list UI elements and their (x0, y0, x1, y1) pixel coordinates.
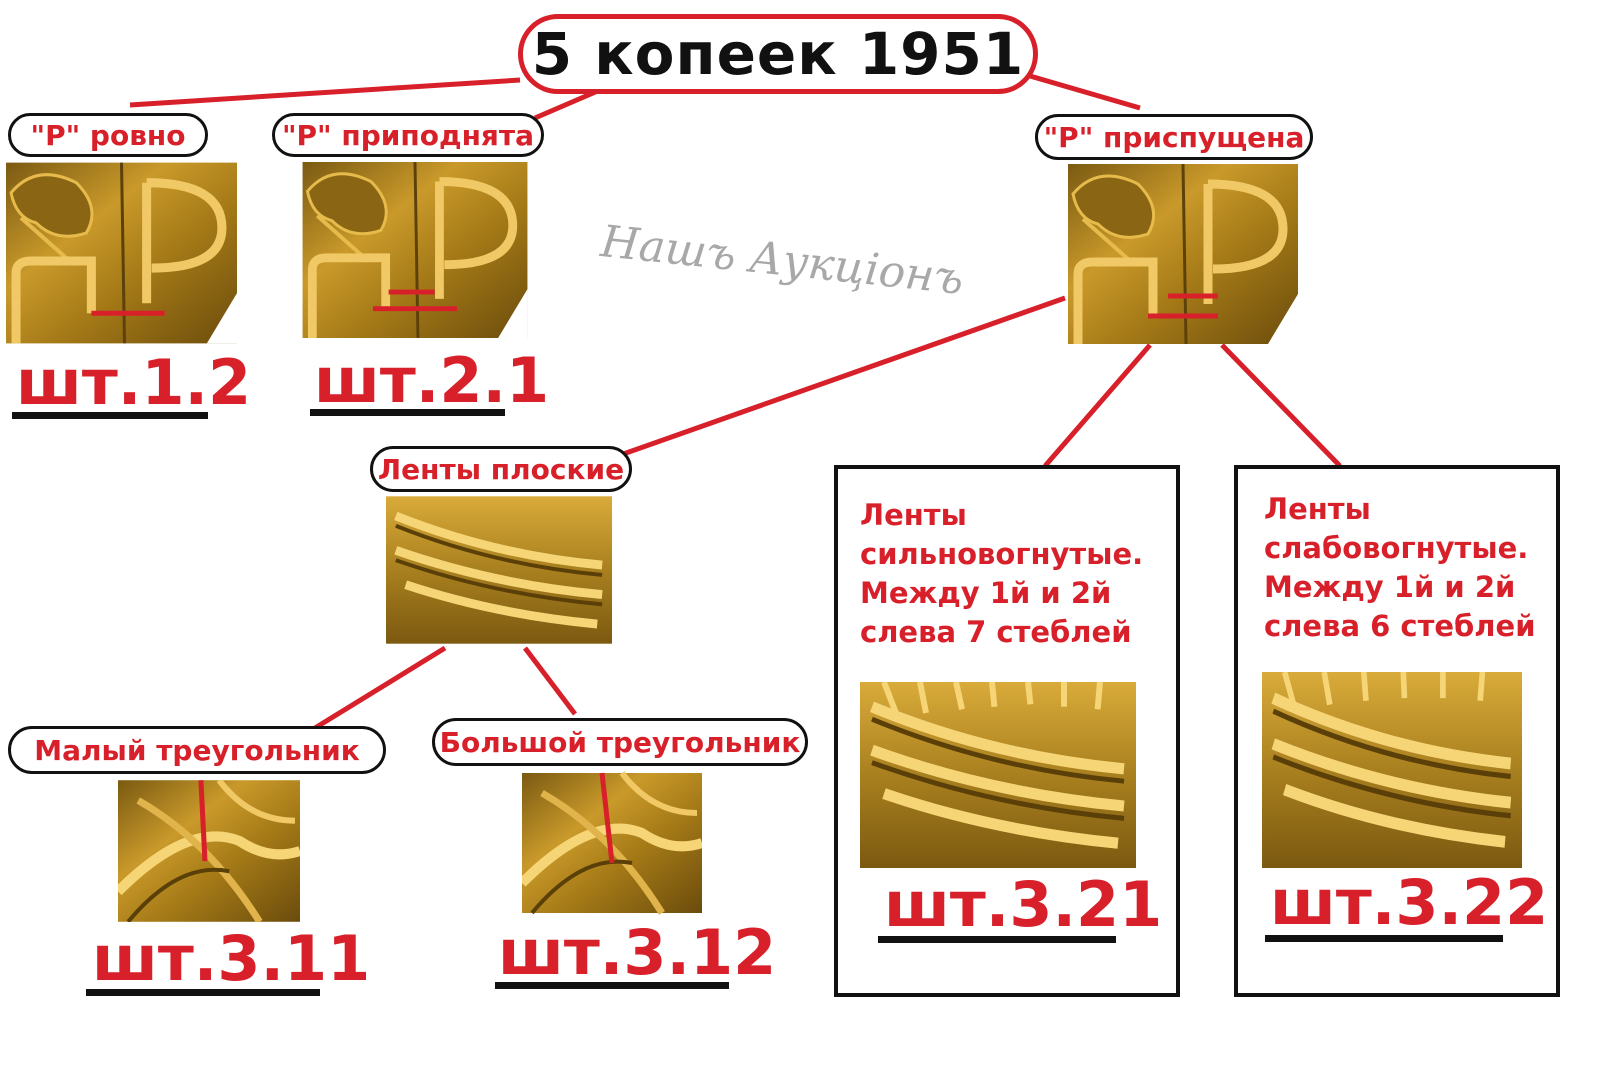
photo-r-raised (300, 162, 530, 338)
photo-strongly-concave (860, 682, 1136, 868)
die-3-21-underline (878, 936, 1116, 943)
label-r-raised-text: "Р" приподнята (281, 118, 535, 152)
page-title: 5 копеек 1951 (531, 20, 1025, 88)
die-3-12: шт.3.12 (498, 916, 777, 989)
die-2-1: шт.2.1 (314, 344, 550, 417)
label-ribbons-flat: Ленты плоские (370, 446, 632, 492)
label-r-raised: "Р" приподнята (272, 113, 544, 157)
die-3-21: шт.3.21 (884, 868, 1163, 941)
die-3-22: шт.3.22 (1270, 866, 1549, 939)
photo-weakly-concave (1262, 672, 1522, 868)
photo-big-triangle (522, 770, 702, 916)
label-ribbons-flat-text: Ленты плоские (377, 452, 625, 486)
die-1-2-underline (12, 412, 208, 419)
die-3-22-underline (1265, 935, 1503, 942)
die-3-11-underline (86, 989, 320, 996)
title-oval: 5 копеек 1951 (518, 14, 1038, 94)
label-r-lowered: "Р" приспущена (1035, 114, 1313, 160)
label-small-triangle: Малый треугольник (8, 726, 386, 774)
die-1-2: шт.1.2 (16, 346, 252, 419)
photo-small-triangle (118, 780, 300, 922)
die-2-1-underline (310, 409, 505, 416)
die-3-11: шт.3.11 (92, 922, 371, 995)
photo-r-lowered (1066, 164, 1300, 344)
label-r-lowered-text: "Р" приспущена (1043, 120, 1305, 154)
label-big-triangle-text: Большой треугольник (439, 725, 801, 759)
label-r-even: "Р" ровно (8, 113, 208, 157)
die-3-12-underline (495, 982, 729, 989)
text-strongly-concave: Ленты сильновогнутые. Между 1й и 2й слев… (860, 498, 1144, 649)
label-big-triangle: Большой треугольник (432, 718, 808, 766)
label-small-triangle-text: Малый треугольник (34, 733, 360, 767)
label-r-even-text: "Р" ровно (30, 118, 186, 152)
photo-ribbons-flat (386, 495, 612, 645)
photo-r-even (6, 162, 237, 344)
text-weakly-concave: Ленты слабовогнутые. Между 1й и 2й слева… (1264, 492, 1536, 643)
